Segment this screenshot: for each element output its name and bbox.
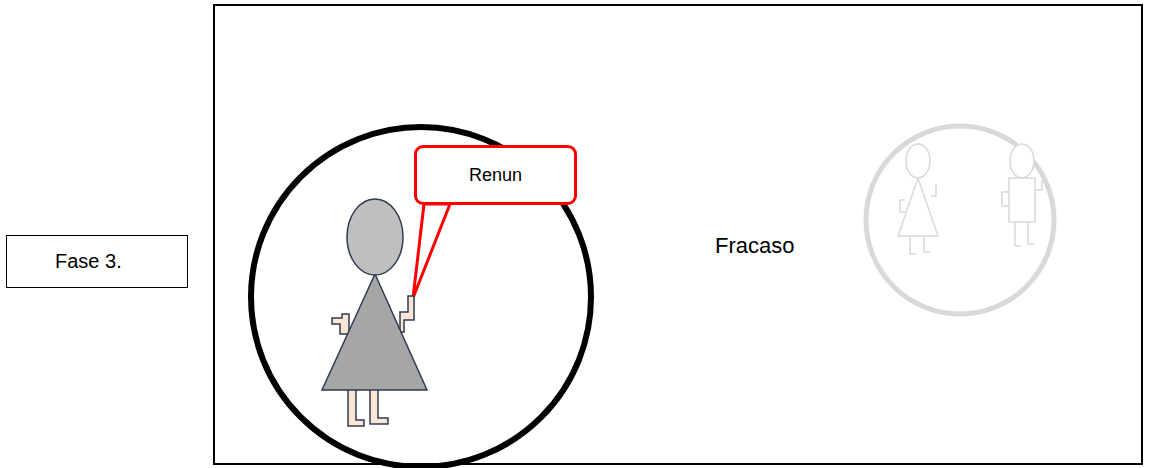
outcome-label: Fracaso [715, 233, 794, 259]
group-circle [251, 127, 591, 467]
girl-figure [322, 199, 427, 426]
phase-box: Fase 3. [6, 235, 188, 288]
faded-figures [898, 144, 1042, 254]
frame-border [214, 5, 1142, 464]
speech-bubble: Renun [414, 145, 577, 205]
faded-group-circle [866, 126, 1054, 314]
node-text: Fase 3. [55, 250, 122, 273]
bubble-tail [413, 204, 450, 298]
node-text: Renun [469, 165, 522, 186]
